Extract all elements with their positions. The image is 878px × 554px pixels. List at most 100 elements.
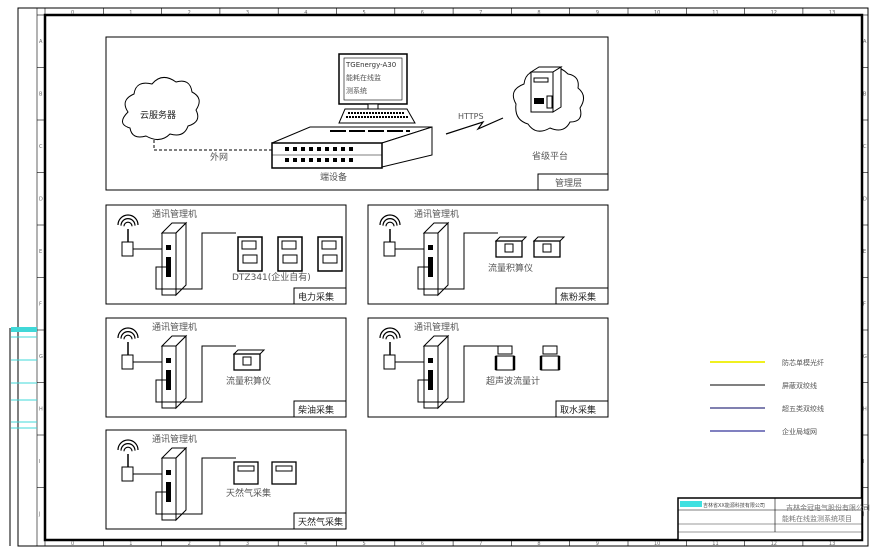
grid-row-label: D <box>39 197 43 203</box>
grid-column-label: 6 <box>421 541 424 547</box>
logo-text: 吉林省XX能源科技有限公司 <box>703 502 765 509</box>
edge-server-icon <box>271 126 433 169</box>
grid-row-label: I <box>39 459 40 465</box>
grid-column-label: 13 <box>829 10 835 16</box>
section-label: 焦粉采集 <box>560 291 596 303</box>
grid-row-label: H <box>39 407 43 413</box>
grid-column-label: 5 <box>363 10 366 16</box>
grid-column-label: 2 <box>188 541 191 547</box>
grid-column-label: 10 <box>654 541 660 547</box>
grid-column-label: 9 <box>596 10 599 16</box>
comm-manager-icon <box>160 221 188 297</box>
provincial-platform-label: 省级平台 <box>532 150 568 162</box>
grid-column-label: 1 <box>129 541 132 547</box>
grid-row-label: B <box>863 92 867 98</box>
grid-row-label: C <box>39 144 43 150</box>
integrator-device-icon <box>232 349 266 371</box>
meter-device-icon <box>317 236 343 272</box>
company-name: 吉林金冠电气股份有限公司 <box>786 503 870 512</box>
grid-row-label: D <box>863 197 867 203</box>
ultrasonic-device-icon <box>494 345 516 371</box>
grid-column-label: 3 <box>246 541 249 547</box>
comm-manager-title: 通讯管理机 <box>414 208 459 220</box>
grid-row-label: H <box>863 407 867 413</box>
grid-column-label: 3 <box>246 10 249 16</box>
comm-manager-title: 通讯管理机 <box>152 208 197 220</box>
wifi-antenna-icon <box>117 214 139 257</box>
grid-column-label: 4 <box>304 541 307 547</box>
grid-row-label: A <box>39 39 43 45</box>
comm-manager-icon <box>160 446 188 522</box>
integrator-device-icon <box>532 236 566 258</box>
cloud-server-label: 云服务器 <box>140 109 176 121</box>
grid-column-label: 4 <box>304 10 307 16</box>
section-label: 电力采集 <box>298 291 334 303</box>
device-label: 流量积算仪 <box>226 375 271 387</box>
comm-manager-title: 通讯管理机 <box>152 433 197 445</box>
grid-row-label: F <box>39 302 42 308</box>
grid-column-label: 2 <box>188 10 191 16</box>
revision-strip <box>9 327 37 546</box>
grid-column-label: 6 <box>421 10 424 16</box>
cloud-icon <box>122 77 200 140</box>
grid-row-label: B <box>39 92 43 98</box>
outer-frame <box>17 7 869 547</box>
grid-column-label: 8 <box>537 541 540 547</box>
comm-manager-title: 通讯管理机 <box>414 321 459 333</box>
wifi-antenna-icon <box>117 327 139 370</box>
grid-column-label: 7 <box>479 10 482 16</box>
grid-column-label: 12 <box>771 541 777 547</box>
title-block: 吉林省XX能源科技有限公司 吉林金冠电气股份有限公司 能耗在线监测系统项目 <box>677 497 870 541</box>
external-net-label: 外网 <box>210 151 228 163</box>
collection-panels: 电力采集通讯管理机DTZ341(企业自有)焦粉采集通讯管理机流量积算仪柴油采集通… <box>105 204 609 530</box>
comm-manager-icon <box>422 334 450 410</box>
grid-row-label: I <box>863 459 864 465</box>
ultrasonic-device-icon <box>539 345 561 371</box>
management-layer: 管理层 云服务器 外网 TGEnergy-A30 能耗在线监 测系统 端设备 <box>105 36 609 191</box>
layer-label: 管理层 <box>555 177 582 189</box>
device-label: DTZ341(企业自有) <box>232 271 311 283</box>
grid-row-label: F <box>863 302 866 308</box>
grid-column-label: 8 <box>537 10 540 16</box>
meter-device-icon <box>277 236 303 272</box>
grid-column-label: 12 <box>771 10 777 16</box>
grid-row-label: E <box>863 249 866 255</box>
grid-row-label: J <box>862 512 864 518</box>
legend-label: 屏蔽双绞线 <box>782 381 817 390</box>
grid-row-label: G <box>863 354 867 360</box>
legend-label: 超五类双绞线 <box>782 404 824 413</box>
panel-0: 电力采集 通讯管理机 DTZ341(企业自有) <box>105 204 347 305</box>
monitor-line-1: TGEnergy-A30 <box>345 61 396 69</box>
device-label: 超声波流量计 <box>486 375 540 387</box>
legend-label: 企业局域网 <box>782 427 817 436</box>
grid-column-label: 11 <box>712 10 718 16</box>
device-label: 流量积算仪 <box>488 262 533 274</box>
meter-device-icon <box>237 236 263 272</box>
project-name: 能耗在线监测系统项目 <box>782 514 852 523</box>
monitor-line-3: 测系统 <box>346 86 367 95</box>
gas-device-icon <box>233 461 259 485</box>
grid-column-label: 10 <box>654 10 660 16</box>
section-label: 柴油采集 <box>298 404 334 416</box>
grid-column-label: 7 <box>479 541 482 547</box>
https-label: HTTPS <box>458 112 484 121</box>
monitor-line-2: 能耗在线监 <box>346 73 381 82</box>
gas-device-icon <box>271 461 297 485</box>
grid-column-label: 0 <box>71 10 74 16</box>
monitor-icon <box>338 53 416 124</box>
grid-column-label: 5 <box>363 541 366 547</box>
edge-device-label: 端设备 <box>320 171 347 183</box>
grid-row-label: G <box>39 354 43 360</box>
legend-label: 防芯单模光纤 <box>782 358 824 367</box>
integrator-device-icon <box>494 236 528 258</box>
grid-row-label: J <box>38 512 40 518</box>
comm-manager-icon <box>422 221 450 297</box>
grid-column-label: 0 <box>71 541 74 547</box>
grid-column-label: 13 <box>829 541 835 547</box>
grid-row-label: A <box>863 39 867 45</box>
